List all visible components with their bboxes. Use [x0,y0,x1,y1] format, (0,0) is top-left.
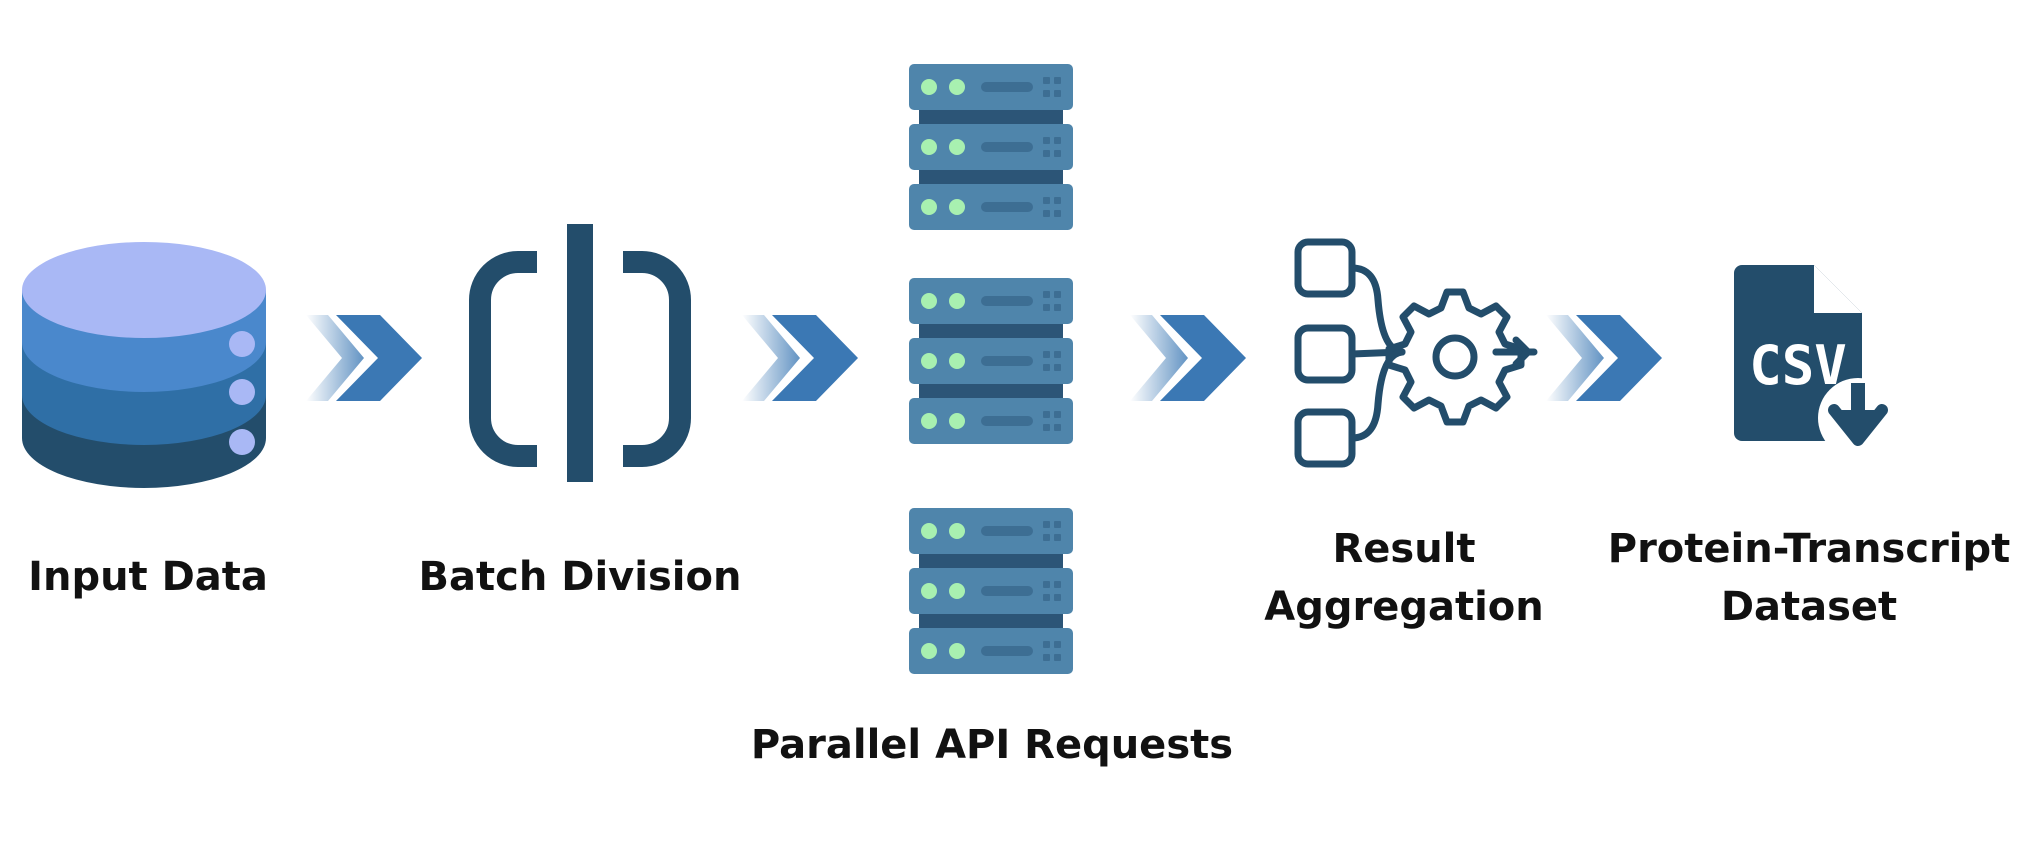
label-line: Aggregation [1264,584,1544,630]
stage-label-parallel: Parallel API Requests [742,716,1242,774]
stage-label-batch: Batch Division [410,548,750,606]
database-icon [22,242,266,488]
label-line: Batch Division [418,554,742,600]
arrow-icon [742,315,858,401]
label-line: Parallel API Requests [750,722,1234,768]
server-stack-icon [909,64,1073,230]
csv-file-icon: CSV [1734,265,1898,458]
split-icon [469,224,691,482]
arrow-icon [306,315,422,401]
arrow-icon [1546,315,1662,401]
csv-badge-text: CSV [1749,334,1847,397]
server-stack-icon [909,278,1073,444]
aggregation-icon [1294,238,1538,468]
label-line: Input Data [28,554,268,600]
label-line: Dataset [1720,584,1898,630]
server-stack-icon [909,508,1073,674]
stage-label-input: Input Data [4,548,292,606]
stage-label-output: Protein-Transcript Dataset [1600,520,2018,636]
stage-label-aggregation: Result Aggregation [1254,520,1554,636]
arrow-icon [1130,315,1246,401]
label-line: Result [1332,526,1476,572]
label-line: Protein-Transcript [1607,526,2011,572]
